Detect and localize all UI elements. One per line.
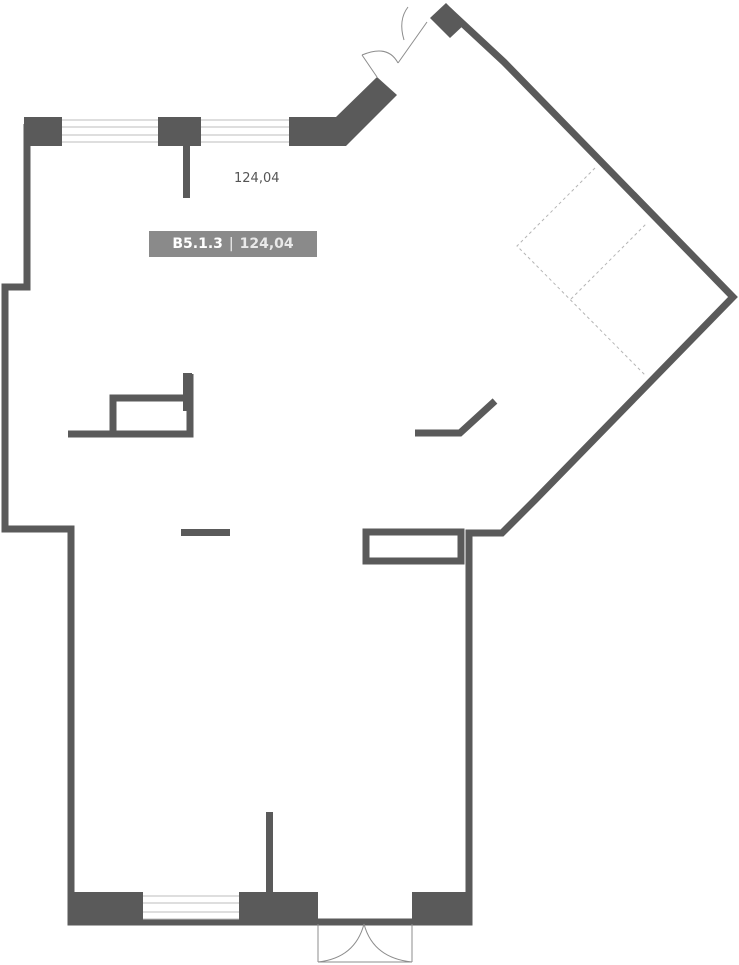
inner-wall-stub-top: [183, 146, 190, 198]
bottom-entrance-door: [317, 923, 413, 963]
badge-separator: |: [228, 236, 234, 252]
unit-area: 124,04: [239, 236, 294, 252]
bottom-wall-right-pier: [412, 892, 472, 924]
top-wall-angled-segment: [289, 77, 397, 146]
top-wall-middle-pier: [158, 117, 201, 146]
inner-counter-left: [68, 374, 194, 438]
inner-counter-left-pier: [183, 373, 192, 411]
inner-wall-stub-bottom: [266, 812, 273, 892]
bottom-window: [143, 895, 239, 920]
bottom-wall-left-pier: [68, 892, 143, 924]
unit-code: В5.1.3: [172, 236, 223, 252]
inner-wall-right: [415, 398, 498, 437]
top-window-right: [201, 119, 289, 143]
bottom-wall-middle-pier: [239, 892, 318, 924]
unit-badge: В5.1.3 | 124,04: [149, 231, 317, 257]
outer-wall: [1, 7, 738, 926]
inner-niche-right: [362, 528, 465, 565]
top-window-left: [62, 119, 158, 143]
top-entrance-door: [361, 6, 428, 78]
inner-wall-short: [181, 529, 230, 536]
top-wall-left-pier: [24, 117, 62, 146]
room-area-label: 124,04: [234, 171, 280, 186]
dashed-zone: [516, 167, 648, 376]
top-right-wall-pier: [430, 3, 466, 38]
